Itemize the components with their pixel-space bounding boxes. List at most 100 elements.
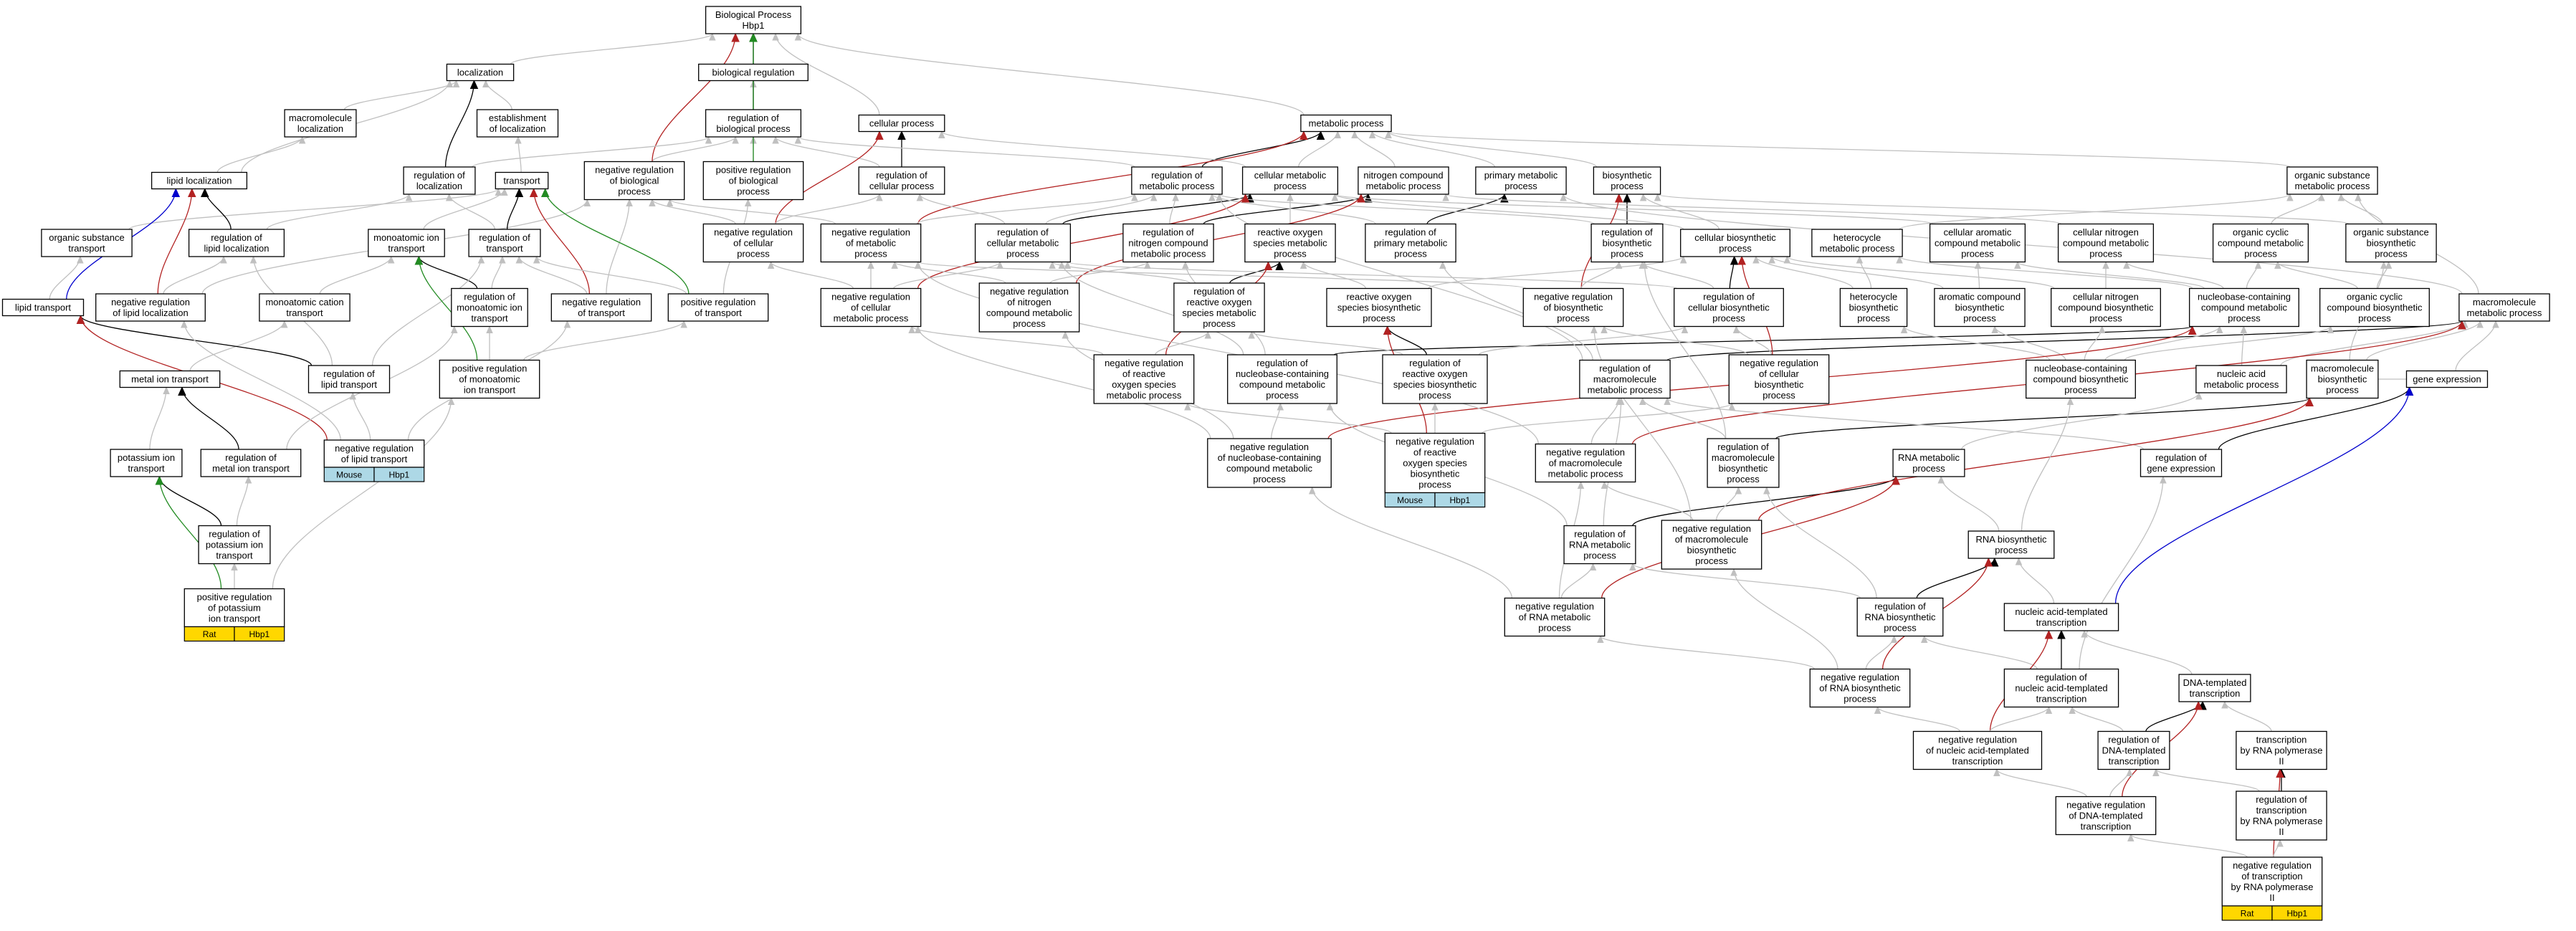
term-box — [2189, 287, 2299, 328]
term-label-line: nucleobase-containing — [2034, 363, 2127, 374]
go-term-metaliontr[interactable]: metal ion transport — [119, 370, 221, 388]
go-term-transport[interactable]: transport — [495, 171, 549, 190]
go-term-regnucbasemet[interactable]: regulation ofnucleobase-containingcompou… — [1227, 354, 1337, 404]
term-label-line: process — [1363, 313, 1396, 324]
go-term-lipidloc[interactable]: lipid localization — [151, 171, 248, 190]
edge-arrowhead — [1615, 261, 1623, 269]
go-term-cellproc[interactable]: cellular process — [858, 114, 945, 133]
go-term-geneexpr[interactable]: gene expression — [2405, 370, 2489, 388]
go-term-metproc[interactable]: metabolic process — [1300, 114, 1392, 133]
edge-regulates — [1916, 558, 1995, 598]
go-term-localization[interactable]: localization — [446, 63, 515, 82]
go-term-bioreg[interactable]: biological regulation — [698, 63, 808, 82]
term-label-line: organic substance — [49, 232, 125, 243]
go-term-lipidtr[interactable]: lipid transport — [1, 298, 85, 317]
go-term-regmacrobiosyn[interactable]: regulation ofmacromoleculebiosyntheticpr… — [1707, 438, 1780, 488]
term-label-line: of cellular — [851, 302, 891, 313]
